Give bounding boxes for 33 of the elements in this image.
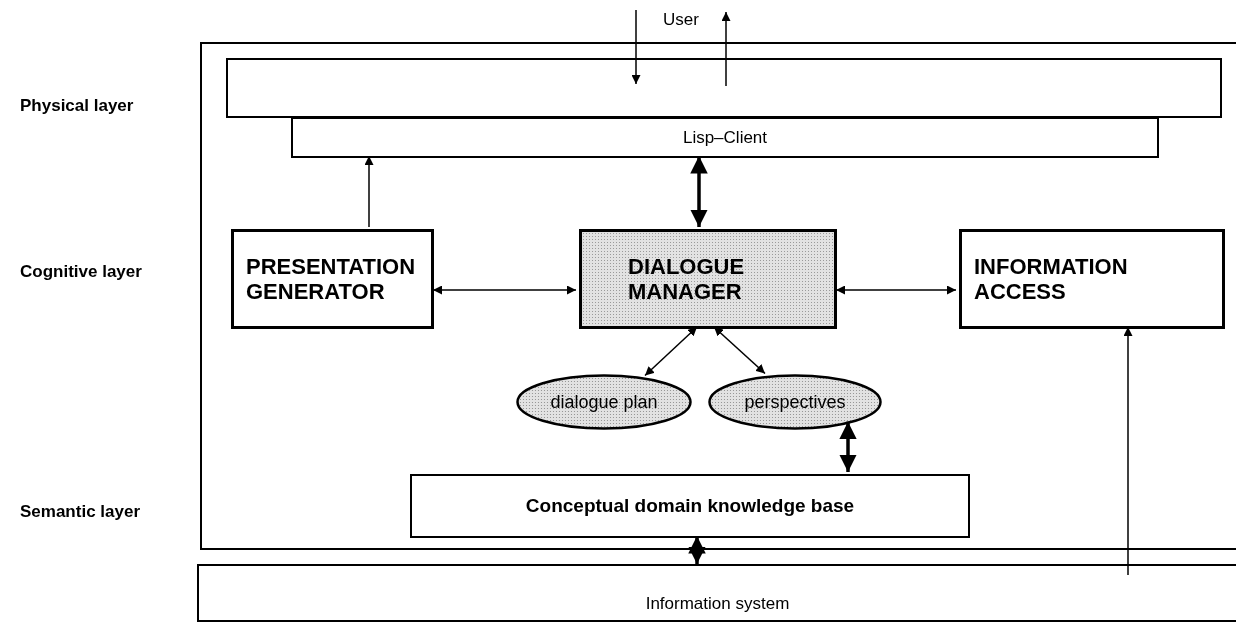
layer-label: Physical layer [20,96,134,116]
module-box [959,229,1225,329]
node-label: dialogue plan [550,391,658,413]
arrow [1123,326,1133,576]
arrow [364,155,374,228]
module-box [579,229,837,329]
module-box [410,474,970,538]
node-label: INFORMATION ACCESS [974,253,1129,305]
arrow [721,11,731,87]
layer-bar [226,58,1222,118]
frame-box [200,42,1236,550]
arrow [690,156,708,227]
arrow [839,421,857,472]
module-box [291,117,1159,158]
ellipse-node [516,374,692,430]
node-label: Information system [645,594,790,614]
module-box [231,229,434,329]
user-text: User [662,10,700,30]
node-label: Conceptual domain knowledge base [525,495,855,517]
node-label: DIALOGUE MANAGER [628,253,746,305]
node-label: Lisp–Client [682,127,768,148]
arrow [644,326,698,377]
arrow [835,285,957,295]
arrow [713,326,766,375]
arrow [688,536,706,564]
node-label: PRESENTATION GENERATOR [246,253,417,305]
arrow [631,9,641,85]
ellipse-node [708,374,882,430]
layer-label: Semantic layer [20,502,140,522]
module-box [197,564,1236,622]
node-label: perspectives [744,391,846,413]
arrow [432,285,577,295]
layer-label: Cognitive layer [20,262,142,282]
